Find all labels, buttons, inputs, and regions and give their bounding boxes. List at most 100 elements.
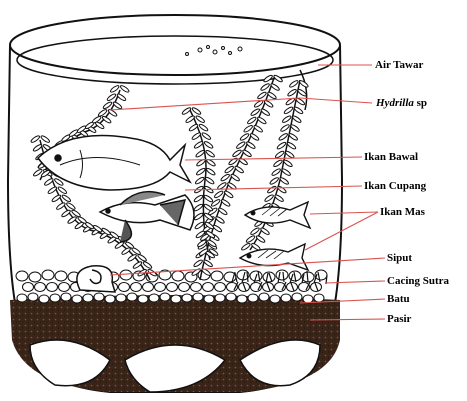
hydrilla-leaf (249, 133, 259, 142)
hydrilla-leaf (191, 107, 201, 116)
pebble (215, 283, 226, 292)
hydrilla-leaf (267, 185, 277, 194)
hydrilla-leaf (181, 107, 191, 116)
pebble (160, 293, 170, 301)
pebble (193, 293, 203, 301)
hydrilla-leaf (193, 141, 203, 150)
hydrilla-leaf (224, 190, 234, 199)
hydrilla-leaf (30, 135, 40, 144)
hydrilla-leaf (276, 141, 286, 150)
hydrilla-leaf (247, 116, 257, 125)
hydrilla-leaf (289, 80, 299, 89)
hydrilla-leaf (270, 83, 280, 92)
hydrilla-leaf (264, 100, 274, 109)
hydrilla-leaf (193, 194, 203, 203)
pebble (143, 283, 154, 292)
hydrilla-leaf (282, 115, 292, 124)
hydrilla-leaf (260, 83, 270, 92)
hydrilla-leaf (110, 85, 120, 94)
hydrilla-leaf (260, 108, 270, 117)
hydrilla-leaf (198, 123, 208, 132)
label-ikan-mas: Ikan Mas (380, 206, 425, 218)
pebble (120, 270, 132, 280)
hydrilla-leaf (195, 176, 205, 185)
hydrilla-leaf (286, 141, 296, 150)
hydrilla-leaf (188, 123, 198, 132)
pebble (17, 294, 27, 302)
pebble (237, 295, 247, 303)
hydrilla-leaf (263, 74, 273, 83)
hydrilla-leaf (61, 209, 71, 218)
hydrilla-leaf (273, 159, 283, 168)
pebble (42, 270, 54, 280)
hydrilla-leaf (56, 202, 66, 211)
pebble (215, 294, 225, 302)
leader-ikan-bawal (185, 157, 362, 160)
pebble (259, 293, 269, 301)
pebble (171, 295, 181, 303)
hydrilla-leaf (44, 178, 54, 187)
pebble (149, 294, 159, 302)
pebble (191, 283, 202, 292)
pebble (248, 294, 258, 302)
pebble (179, 283, 190, 292)
pebble (55, 271, 67, 281)
label-hydrilla-genus: Hydrilla (376, 97, 414, 109)
hydrilla-leaf (57, 186, 67, 195)
label-air-tawar: Air Tawar (375, 59, 423, 71)
hydrilla-leaf (203, 141, 213, 150)
hydrilla-leaf (273, 74, 283, 83)
hydrilla-leaf (32, 143, 42, 152)
pebble (61, 293, 71, 301)
hydrilla-leaf (243, 124, 253, 133)
hydrilla-leaf (267, 91, 277, 100)
pebble (211, 271, 223, 281)
pebble (116, 294, 126, 302)
hydrilla-leaf (194, 221, 204, 230)
hydrilla-leaf (250, 108, 260, 117)
hydrilla-leaf (271, 168, 281, 177)
pebble (127, 293, 137, 301)
hydrilla-leaf (280, 124, 290, 133)
hydrilla-leaf (241, 242, 251, 251)
hydrilla-leaf (61, 194, 71, 203)
pebble (292, 293, 302, 301)
hydrilla-leaf (285, 150, 295, 159)
pebble (155, 283, 166, 292)
hydrilla-leaf (246, 141, 256, 150)
label-siput: Siput (387, 252, 412, 264)
pebble (59, 283, 70, 292)
jar-base (30, 340, 320, 392)
hydrilla-leaf (205, 176, 215, 185)
pebble (35, 283, 46, 292)
hydrilla-leaf (195, 115, 205, 124)
hydrilla-leaf (205, 149, 215, 158)
hydrilla-leaf (203, 194, 213, 203)
pebble (303, 295, 313, 303)
siput-snail (77, 266, 115, 292)
hydrilla-leaf (288, 132, 298, 141)
hydrilla-leaf (290, 124, 300, 133)
label-batu: Batu (387, 293, 410, 305)
water-surface (17, 36, 333, 84)
hydrilla-leaf (185, 115, 195, 124)
pebble (182, 294, 192, 302)
hydrilla-leaf (196, 167, 206, 176)
hydrilla-leaf (278, 132, 288, 141)
jar-rim (10, 15, 340, 75)
leader-hydrilla-1 (300, 98, 372, 103)
leader-cacing-sutra (325, 281, 385, 283)
pebble (72, 295, 82, 303)
bubbles (186, 46, 243, 56)
leader-ikan-mas-1 (310, 212, 378, 214)
pebble (281, 294, 291, 302)
hydrilla-leaf (228, 157, 238, 166)
label-pasir: Pasir (387, 313, 411, 325)
pebble (270, 295, 280, 303)
label-ikan-cupang: Ikan Cupang (364, 180, 426, 192)
hydrilla-leaf (215, 216, 225, 225)
hydrilla-leaf (220, 173, 230, 182)
hydrilla-leaf (236, 141, 246, 150)
hydrilla-leaf (238, 157, 248, 166)
hydrilla-leaf (242, 149, 252, 158)
